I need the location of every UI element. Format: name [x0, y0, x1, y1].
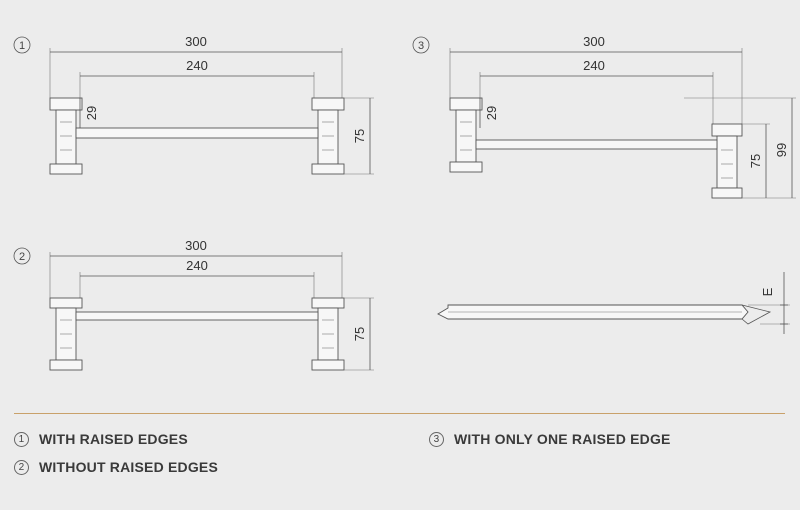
drawing-1-badge: 1	[19, 40, 25, 52]
drawing-1-with-raised-edges: 1 300 240 29	[13, 34, 374, 175]
drawing-3-deck	[475, 139, 718, 150]
drawing-2-deck	[75, 311, 319, 321]
drawing-1-deck	[75, 127, 319, 139]
drawing-3-with-one-raised-edge: 3 300 240 29 75	[412, 34, 796, 199]
drawing-3-dim-inner: 240	[583, 58, 605, 73]
drawing-3-dim-height: 75	[748, 154, 763, 168]
legend-num-1: 1	[14, 431, 29, 447]
drawing-2-left-beam	[49, 297, 83, 371]
technical-drawing: 1 300 240 29	[13, 34, 796, 371]
legend-item-3: 3 WITH ONLY ONE RAISED EDGE	[429, 431, 671, 447]
drawing-2-dim-inner: 240	[186, 258, 208, 273]
drawing-3-badge: 3	[418, 40, 424, 52]
drawing-2-without-raised-edges: 2 300 240 75	[13, 238, 374, 371]
drawing-3-dim-outer: 300	[583, 34, 605, 49]
drawing-2-dim-outer: 300	[185, 238, 207, 253]
drawing-1-dim-outer: 300	[185, 34, 207, 49]
drawing-3-left-beam	[449, 97, 483, 173]
side-view-dim-label: E	[760, 287, 775, 296]
drawing-1-dim-height: 75	[352, 129, 367, 143]
drawing-3-dim-edge: 29	[484, 106, 499, 120]
section-divider	[14, 413, 785, 414]
legend-num-3: 3	[429, 431, 444, 447]
drawing-1-badge-circle	[13, 36, 31, 54]
drawing-2-badge-circle	[13, 247, 31, 265]
legend-text-1: WITH RAISED EDGES	[39, 431, 188, 447]
drawing-3-dim-total: 99	[774, 143, 789, 157]
drawing-1-dim-inner: 240	[186, 58, 208, 73]
drawing-3-right-beam	[711, 123, 743, 199]
drawing-2-dim-height: 75	[352, 327, 367, 341]
legend-item-1: 1 WITH RAISED EDGES	[14, 431, 188, 447]
drawing-2-right-beam	[311, 297, 345, 371]
side-view-profile: E	[437, 272, 790, 334]
legend-text-2: WITHOUT RAISED EDGES	[39, 459, 219, 475]
drawing-1-dim-edge: 29	[84, 106, 99, 120]
drawing-2-badge: 2	[19, 251, 25, 263]
legend-item-2: 2 WITHOUT RAISED EDGES	[14, 459, 218, 475]
legend-num-2: 2	[14, 459, 29, 475]
drawing-3-badge-circle	[412, 36, 430, 54]
legend-text-3: WITH ONLY ONE RAISED EDGE	[454, 431, 671, 447]
